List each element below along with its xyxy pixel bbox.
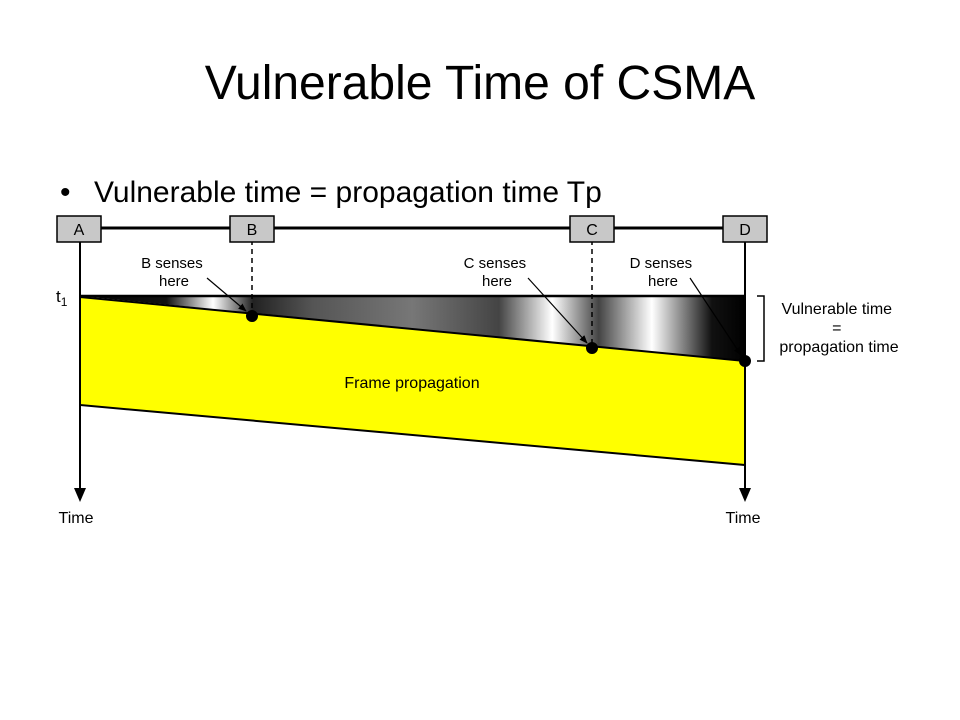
station-label-c: C (586, 222, 598, 239)
time-axis-d-arrowhead (739, 488, 751, 502)
c-senses-label: C senses here (464, 255, 531, 290)
station-d: D (722, 215, 768, 243)
station-b: B (229, 215, 275, 243)
station-label-a: A (74, 222, 85, 239)
sense-point-d (739, 355, 751, 367)
c-senses-pointer (527, 277, 588, 344)
time-label-right: Time (726, 510, 761, 527)
d-senses-pointer (689, 277, 742, 356)
bullet-text: Vulnerable time = propagation time Tp (94, 176, 602, 209)
bullet-item: • Vulnerable time = propagation time Tp (60, 176, 820, 212)
vulnerable-time-bracket (757, 295, 765, 362)
b-senses-label: B senses here (141, 255, 207, 290)
slide-title: Vulnerable Time of CSMA (204, 57, 756, 110)
d-senses-label: D senses here (630, 255, 697, 290)
sense-point-b (246, 310, 258, 322)
frame-propagation-label: Frame propagation (344, 375, 479, 392)
time-label-left: Time (59, 510, 94, 527)
vulnerable-time-label: Vulnerable time = propagation time (779, 301, 898, 356)
sense-point-c (586, 342, 598, 354)
b-senses-pointer (206, 277, 247, 312)
time-axis-a-arrowhead (74, 488, 86, 502)
t1-label: t1 (56, 287, 68, 309)
station-c: C (569, 215, 615, 243)
bullet-icon: • (60, 176, 71, 209)
station-a: A (56, 215, 102, 243)
station-label-d: D (739, 222, 751, 239)
station-label-b: B (247, 222, 258, 239)
